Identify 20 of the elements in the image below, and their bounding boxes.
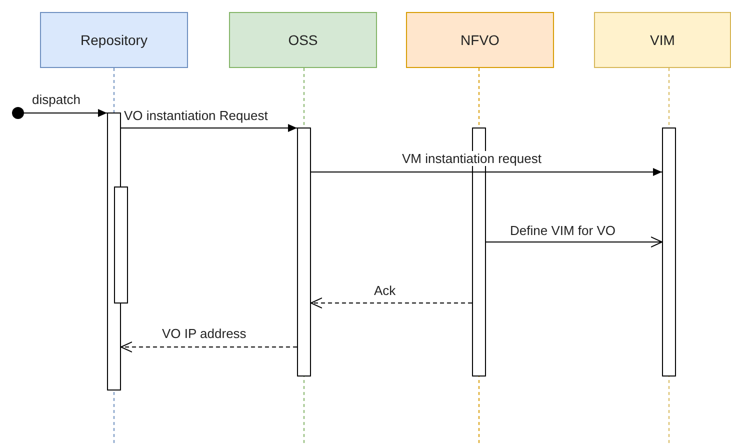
message-label: VM instantiation request	[400, 151, 544, 166]
start-dot	[12, 107, 24, 119]
message-label: VO instantiation Request	[122, 108, 270, 123]
message-arrow	[310, 298, 472, 308]
message-label: VO IP address	[160, 326, 248, 341]
activation-bar	[662, 128, 676, 376]
participant-box: VIM	[594, 12, 731, 68]
message-arrow	[120, 342, 298, 352]
message-arrow	[486, 236, 662, 248]
message-arrow	[120, 124, 298, 132]
message-label: Define VIM for VO	[508, 223, 618, 238]
message-label: Ack	[372, 283, 398, 298]
participant-box: OSS	[229, 12, 377, 68]
message-label: dispatch	[30, 92, 82, 107]
message-arrow	[24, 109, 108, 117]
activation-bar	[297, 128, 311, 376]
activation-bar	[114, 186, 128, 304]
participant-box: NFVO	[406, 12, 554, 68]
participant-box: Repository	[40, 12, 188, 68]
message-arrow	[310, 168, 662, 176]
